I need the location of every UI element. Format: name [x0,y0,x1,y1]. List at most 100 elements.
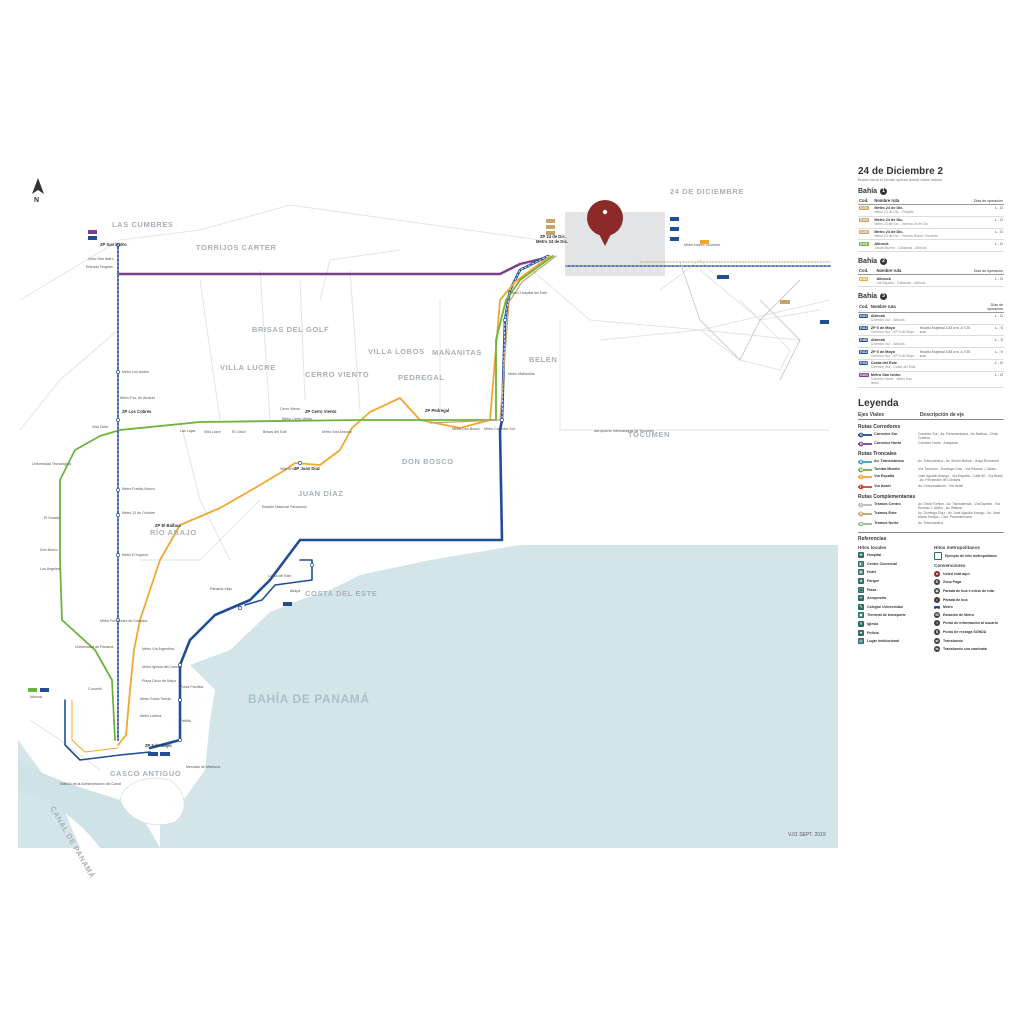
route-corredor-norte[interactable] [116,256,547,276]
stop-metro-corredor-sur: Metro Corredor Sur [484,427,516,431]
col-code: Cod. [858,197,874,205]
route-code-badge: E411 [859,349,869,354]
route-desc: Corredor Norte - Metro San Isidro [870,377,913,386]
route-code-cell: D105 [858,216,874,229]
route-hours [918,312,975,325]
route-name: Metro San Isidro [870,373,901,378]
district-las-cumbres: LAS CUMBRES [112,220,174,229]
stop-cerro-viento: Cerro Viento [280,407,300,411]
ref-local-label: Lugar Institucional [867,639,900,644]
ref-local-item: ▣Terminal de transporte [858,612,928,619]
stop-metro-pueblo-nuevo: Metro Pueblo Nuevo [122,487,155,491]
ref-local-item: ▦Hotel [858,569,928,576]
district-belen: BELÉN [529,355,557,364]
route-desc: Corredor Sur - Albrook [870,341,905,346]
col-code: Cod. [858,267,876,276]
route-letter: N [859,441,863,447]
stop-metro-12-octubre: Metro 12 de Octubre [122,511,155,515]
route-line-swatch-icon: N [858,521,872,527]
col-route: Nombre ruta [873,197,963,205]
stop-panama-viejo: Panamá Viejo [210,587,232,591]
route-name: ZP 5 de Mayo [870,349,896,354]
route-hours [960,228,963,241]
stop-zp-pedregal: ZP Pedregal [425,408,449,413]
district-mananitas: MAÑANITAS [432,348,482,357]
ref-convention-label: Parada de bus [943,597,968,602]
ref-metro-example: Ejemplo de hito metropolitano [934,552,1004,561]
route-map: LAS CUMBRES TORRIJOS CARTER 24 DE DICIEM… [18,178,838,880]
ref-local-label: Terminal de transporte [867,613,906,618]
route-days: L - D [974,359,1004,372]
hospital-icon: H [858,552,864,559]
district-villa-lucre: VILLA LUCRE [220,363,276,372]
route-code-cell: D106 [858,228,874,241]
stop-zp-san-isidro: ZP San Isidro [100,242,127,247]
route-lines [59,244,831,761]
conventions-title: Convenciones [934,563,966,569]
route-casco-loop[interactable] [64,699,151,761]
stop-villa-lucre: Villa Lucre [204,430,221,434]
stop-curundu: Curundú [88,687,102,691]
stop-villa-zaita: Villa Zaita [92,425,108,429]
ref-local-label: Parque [867,578,880,583]
ref-local-item: ✝Iglesia [858,620,928,627]
ref-convention-item: ●Usted está aquí [934,570,1004,577]
ref-convention-item: ◉Parada de bus e inicio de ruta [934,587,1004,594]
panel-title: 24 de Diciembre 2 [858,166,944,177]
district-cerro-viento: CERRO VIENTO [305,370,369,379]
stop-metro-san-antonio: Metro San Antonio [322,430,352,434]
route-hours: Horario Especial 4:35 a.m. a 7:05 a.m. [918,347,975,361]
stop-entrada-tinajitas: Entrada Tinajitas [86,265,113,269]
north-arrow-icon: N [32,178,44,204]
stops: ZP San Isidro Occo San Isidro Entrada Ti… [30,239,720,786]
col-ops: Días de operación [956,267,1004,276]
route-days: L - D [962,228,1004,241]
legend-route-desc: Av. Circunvalación - Vía Israel [918,483,964,488]
ref-local-item: ◧Centro Comercial [858,560,928,567]
route-code-cell: D104 [858,204,874,217]
route-name: ZP 5 de Mayo [870,326,896,331]
route-code-badge: E410 [859,314,869,319]
stop-atlapa: Atlapa [290,589,300,593]
route-tumba-muerto[interactable] [59,255,554,741]
route-hours [918,371,975,388]
route-code-badge: D131 [859,241,869,246]
route-costa-del-este-loop[interactable] [244,559,313,606]
route-name-cell: Metro 24 de Dic.Metro 24 de Dic. - Felip… [873,204,961,217]
legend-route-name: Tumba Muerto [874,466,900,471]
terminal-de-transporte-icon: ▣ [858,612,864,619]
ref-local-label: Hospital [867,553,882,558]
route-days: L - S [974,335,1004,349]
route-via-espana[interactable] [117,255,551,746]
references-metro: Hitos metropolitanos Ejemplo de hito met… [934,545,1004,655]
stop-occo-san-isidro: Occo San Isidro [88,257,114,261]
stop-metro-fco-alcacer: Metro Fco. de Alcácer [120,396,156,400]
colegio-universidad-icon: ✎ [858,603,864,610]
route-tramos-este[interactable] [429,255,557,424]
legend-route-name: Tramos Este [874,511,897,516]
route-hours [960,216,963,229]
stop-universidad-panama: Universidad de Panamá [75,645,113,649]
route-name: Costa del Este [870,361,897,366]
north-label: N [34,197,39,204]
punto-de-recarga-sonda-icon: $ [934,628,940,635]
